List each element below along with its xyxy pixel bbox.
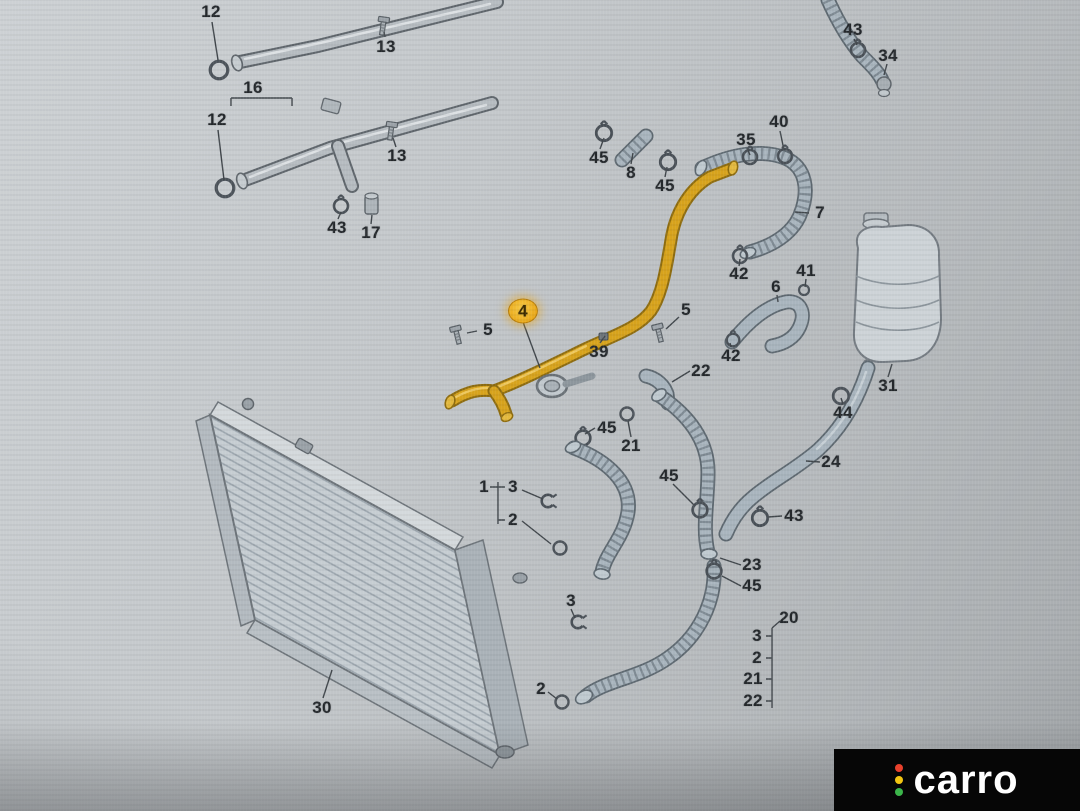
logo-dot-yellow xyxy=(895,776,904,784)
hose-top-right-34 xyxy=(820,0,892,98)
leader-lines xyxy=(211,21,893,708)
hose-6 xyxy=(724,283,811,354)
hose-7 xyxy=(694,143,813,265)
expansion-tank-31 xyxy=(852,212,943,377)
outlet-flange xyxy=(535,368,676,447)
carro-watermark-bar: carro xyxy=(834,749,1080,811)
bolt-5-left xyxy=(448,324,466,346)
logo-dot-green xyxy=(895,788,904,796)
logo-dot-red xyxy=(895,764,904,772)
highlighted-pipe-part-4 xyxy=(444,160,739,423)
hose-24 xyxy=(718,360,876,542)
hose-1 xyxy=(540,440,636,580)
hose-20 xyxy=(554,558,723,710)
carro-logo-dots-icon xyxy=(895,764,904,796)
hose-23 xyxy=(651,388,718,560)
radiator-30 xyxy=(195,397,529,770)
coolant-pipes-16 xyxy=(208,0,504,215)
connector-hose-8 xyxy=(594,119,678,172)
bolt-5-right xyxy=(650,322,668,344)
plug-17 xyxy=(364,192,379,215)
carro-logo-text: carro xyxy=(913,758,1019,802)
